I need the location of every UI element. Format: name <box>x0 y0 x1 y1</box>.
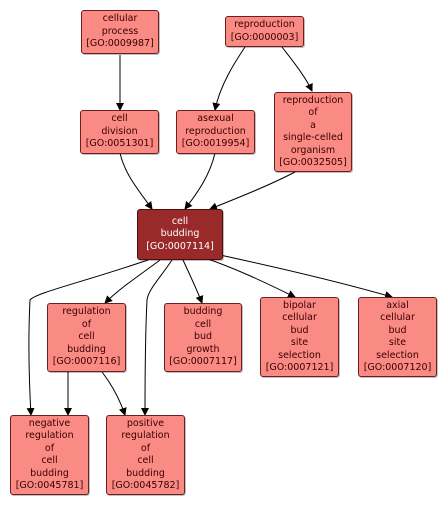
node-label-line: reproduction <box>234 19 295 30</box>
node-label-line: budding <box>160 228 200 240</box>
node-label-line: growth <box>186 343 220 355</box>
go-term-id: [GO:0032505] <box>279 157 347 168</box>
edge-reproduction-to-asexual-reproduction <box>212 46 246 111</box>
go-term-id: [GO:0007117] <box>169 356 237 368</box>
node-label-line: selection <box>278 349 321 361</box>
go-term-id: [GO:0045781] <box>15 480 84 491</box>
node-label-line: reproduction <box>185 125 246 137</box>
node-label-line: asexual <box>197 113 234 125</box>
node-label-line: regulation <box>121 430 170 441</box>
edge-asexual-reproduction-to-cell-budding <box>184 152 216 210</box>
node-label-line: bud <box>193 331 213 343</box>
node-label-line: of <box>44 442 55 454</box>
go-term-id: [GO:0000003] <box>230 31 299 43</box>
go-term-id: [GO:0051301] <box>85 138 154 150</box>
node-label-line: axial <box>386 299 409 311</box>
node-label-line: cell <box>194 318 212 330</box>
node-label-line: a <box>310 119 316 131</box>
node-label-line: regulation <box>62 306 111 318</box>
node-label-line: bud <box>290 324 309 336</box>
node-label-line: cellular <box>282 312 317 323</box>
node-label-line: process <box>101 25 139 37</box>
node-label-line: cell <box>41 455 58 466</box>
node-label-line: cellular <box>380 312 415 323</box>
node-label-line: cell <box>171 215 189 227</box>
edge-regulation-cell-budding-to-positive-regulation <box>101 371 127 416</box>
node-label-line: budding <box>183 306 223 318</box>
edge-cell-budding-to-negative-regulation <box>26 259 149 416</box>
go-term-id: [GO:0019954] <box>181 138 250 150</box>
edge-reproduction-to-reproduction-single-celled <box>281 46 313 92</box>
node-label-line: of <box>81 318 92 330</box>
node-label-line: budding <box>67 343 106 355</box>
go-term-id: [GO:0007114] <box>146 240 214 252</box>
edge-cell-budding-to-bipolar-bud-site-selection <box>204 257 296 298</box>
node-label-line: bipolar <box>283 299 316 311</box>
node-label-line: selection <box>376 349 419 361</box>
node-label-line: site <box>290 337 309 348</box>
go-term-id: [GO:0045782] <box>111 480 180 491</box>
node-label-line: positive <box>126 417 165 429</box>
edge-cell-budding-to-positive-regulation <box>141 259 173 416</box>
node-label-line: site <box>388 337 407 348</box>
node-label-line: cell <box>111 113 128 125</box>
go-term-id: [GO:0007121] <box>265 362 334 373</box>
edge-cell-budding-to-axial-bud-site-selection <box>219 254 393 299</box>
edge-cell-budding-to-regulation-cell-budding <box>104 259 161 304</box>
edge-reproduction-single-celled-to-cell-budding <box>209 171 296 211</box>
go-term-id: [GO:0007120] <box>363 362 432 373</box>
node-label-line: reproduction <box>282 94 344 106</box>
node-reproduction[interactable]: reproduction[GO:0000003] <box>225 16 304 47</box>
node-label-line: cellular <box>102 13 138 25</box>
node-label-line: budding <box>126 467 165 479</box>
go-term-id: [GO:0009987] <box>86 38 154 50</box>
edge-cell-division-to-cell-budding <box>119 152 153 210</box>
node-label-line: organism <box>290 144 336 156</box>
node-label-line: cell <box>78 331 95 343</box>
node-label-line: of <box>308 107 318 118</box>
node-label-line: single-celled <box>283 132 343 143</box>
edge-cell-budding-to-budding-cell-bud-growth <box>182 259 204 304</box>
node-label-line: division <box>101 125 138 137</box>
node-label-line: of <box>140 442 151 454</box>
node-label-line: regulation <box>25 430 74 441</box>
node-label-line: cell <box>137 455 154 466</box>
go-term-id: [GO:0007116] <box>52 356 121 368</box>
node-label-line: negative <box>28 417 71 429</box>
node-label-line: bud <box>388 324 407 336</box>
node-label-line: budding <box>30 467 69 479</box>
